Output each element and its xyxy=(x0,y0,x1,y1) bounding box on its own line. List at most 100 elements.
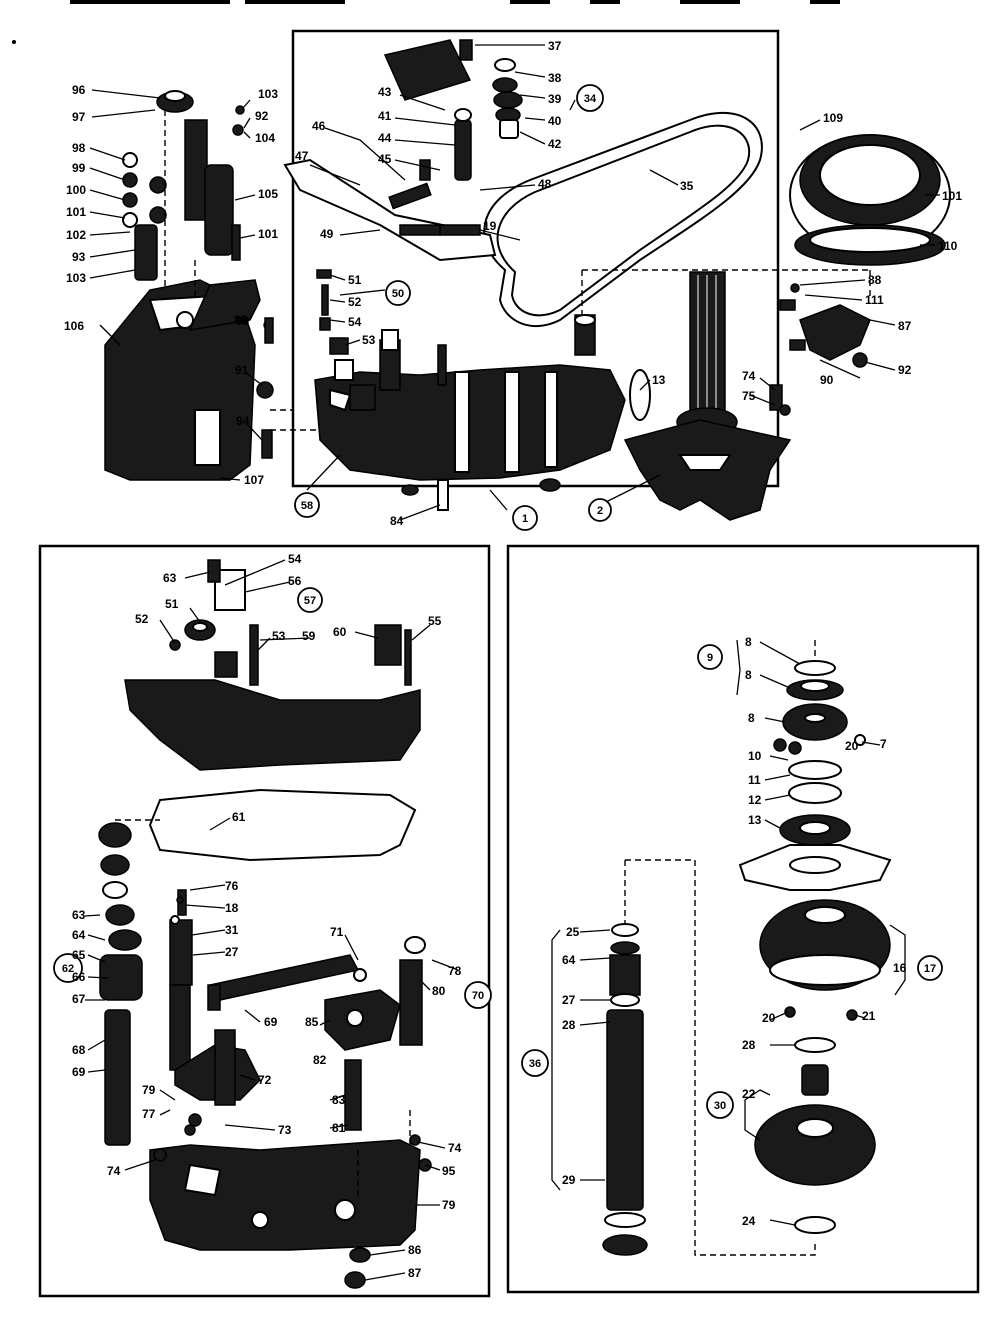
callout-50: 50 xyxy=(385,280,411,306)
top-center-leaders xyxy=(306,44,940,521)
svg-text:90: 90 xyxy=(820,373,834,387)
svg-text:63: 63 xyxy=(163,571,177,585)
svg-text:51: 51 xyxy=(165,597,179,611)
svg-text:10: 10 xyxy=(748,749,762,763)
svg-text:74: 74 xyxy=(448,1141,462,1155)
svg-text:64: 64 xyxy=(562,953,576,967)
svg-text:100: 100 xyxy=(66,183,86,197)
callout-17: 17 xyxy=(917,955,943,981)
svg-text:28: 28 xyxy=(562,1018,576,1032)
svg-text:72: 72 xyxy=(258,1073,272,1087)
transmission-body xyxy=(314,329,626,511)
svg-text:105: 105 xyxy=(258,187,278,201)
svg-text:86: 86 xyxy=(408,1243,422,1257)
svg-text:87: 87 xyxy=(898,319,912,333)
svg-text:50: 50 xyxy=(392,288,404,300)
svg-text:66: 66 xyxy=(72,970,86,984)
svg-text:18: 18 xyxy=(225,901,239,915)
callout-2: 2 xyxy=(588,498,612,522)
svg-text:67: 67 xyxy=(72,992,86,1006)
clutch-parts xyxy=(316,269,376,411)
svg-text:80: 80 xyxy=(432,984,446,998)
agitator-stack xyxy=(738,660,892,1234)
svg-text:53: 53 xyxy=(362,333,376,347)
svg-text:91: 91 xyxy=(235,363,249,377)
svg-text:84: 84 xyxy=(390,514,404,528)
svg-text:13: 13 xyxy=(748,813,762,827)
svg-text:106: 106 xyxy=(64,319,84,333)
svg-text:22: 22 xyxy=(742,1087,756,1101)
svg-text:34: 34 xyxy=(584,93,597,105)
svg-text:104: 104 xyxy=(255,131,275,145)
lower-left-panel xyxy=(38,544,491,1298)
valve-body-bottom xyxy=(149,1113,432,1289)
svg-text:27: 27 xyxy=(225,945,239,959)
svg-text:2: 2 xyxy=(597,505,603,517)
svg-text:21: 21 xyxy=(862,1009,876,1023)
svg-text:39: 39 xyxy=(548,92,562,106)
svg-text:74: 74 xyxy=(107,1164,121,1178)
svg-text:85: 85 xyxy=(305,1015,319,1029)
valve-spool-stack xyxy=(98,822,193,1146)
belt xyxy=(483,111,763,328)
rear-pulley-parts xyxy=(629,134,951,421)
svg-text:65: 65 xyxy=(72,948,86,962)
svg-text:78: 78 xyxy=(448,964,462,978)
svg-text:25: 25 xyxy=(566,925,580,939)
callout-34: 34 xyxy=(576,84,604,112)
callout-57: 57 xyxy=(297,587,323,613)
svg-text:40: 40 xyxy=(548,114,562,128)
callout-9: 9 xyxy=(697,644,723,670)
svg-text:20: 20 xyxy=(845,739,859,753)
lower-right-leaders xyxy=(551,639,906,1256)
svg-text:97: 97 xyxy=(72,110,86,124)
shift-lever xyxy=(174,936,426,1131)
svg-text:101: 101 xyxy=(942,189,962,203)
svg-text:88: 88 xyxy=(868,273,882,287)
svg-text:30: 30 xyxy=(714,1100,726,1112)
svg-text:37: 37 xyxy=(548,39,562,53)
svg-text:102: 102 xyxy=(66,228,86,242)
svg-text:52: 52 xyxy=(348,295,362,309)
valve-body-top xyxy=(124,559,421,771)
svg-text:74: 74 xyxy=(742,369,756,383)
brake-bracket-parts xyxy=(283,39,523,262)
svg-text:36: 36 xyxy=(529,1058,541,1070)
svg-text:29: 29 xyxy=(562,1173,576,1187)
svg-text:79: 79 xyxy=(142,1083,156,1097)
svg-text:92: 92 xyxy=(898,363,912,377)
svg-text:47: 47 xyxy=(295,149,309,163)
svg-text:70: 70 xyxy=(472,990,484,1002)
svg-text:110: 110 xyxy=(938,239,958,253)
svg-text:8: 8 xyxy=(745,635,752,649)
svg-text:75: 75 xyxy=(742,389,756,403)
svg-text:107: 107 xyxy=(244,473,264,487)
svg-text:64: 64 xyxy=(72,928,86,942)
callout-70: 70 xyxy=(464,981,492,1009)
svg-text:48: 48 xyxy=(538,177,552,191)
svg-text:68: 68 xyxy=(72,1043,86,1057)
svg-text:1: 1 xyxy=(522,513,528,525)
svg-text:103: 103 xyxy=(258,87,278,101)
svg-text:54: 54 xyxy=(348,315,362,329)
tube-assembly xyxy=(602,923,648,1256)
svg-text:92: 92 xyxy=(255,109,269,123)
svg-text:31: 31 xyxy=(225,923,239,937)
svg-text:90: 90 xyxy=(236,314,250,328)
svg-text:55: 55 xyxy=(428,614,442,628)
lower-right-panel xyxy=(506,544,980,1294)
callout-58: 58 xyxy=(294,492,320,518)
svg-text:109: 109 xyxy=(823,111,843,125)
svg-text:69: 69 xyxy=(72,1065,86,1079)
agitator-drive-base xyxy=(623,419,792,521)
lower-left-leaders xyxy=(84,559,459,1281)
svg-text:19: 19 xyxy=(483,219,497,233)
svg-text:83: 83 xyxy=(332,1093,346,1107)
part-labels: 96 97 98 99 100 101 102 93 103 106 103 9… xyxy=(64,39,962,1280)
svg-text:99: 99 xyxy=(72,161,86,175)
svg-text:11: 11 xyxy=(748,773,761,787)
svg-text:28: 28 xyxy=(742,1038,756,1052)
svg-text:89: 89 xyxy=(234,313,248,327)
svg-text:42: 42 xyxy=(548,137,562,151)
svg-text:61: 61 xyxy=(232,810,246,824)
